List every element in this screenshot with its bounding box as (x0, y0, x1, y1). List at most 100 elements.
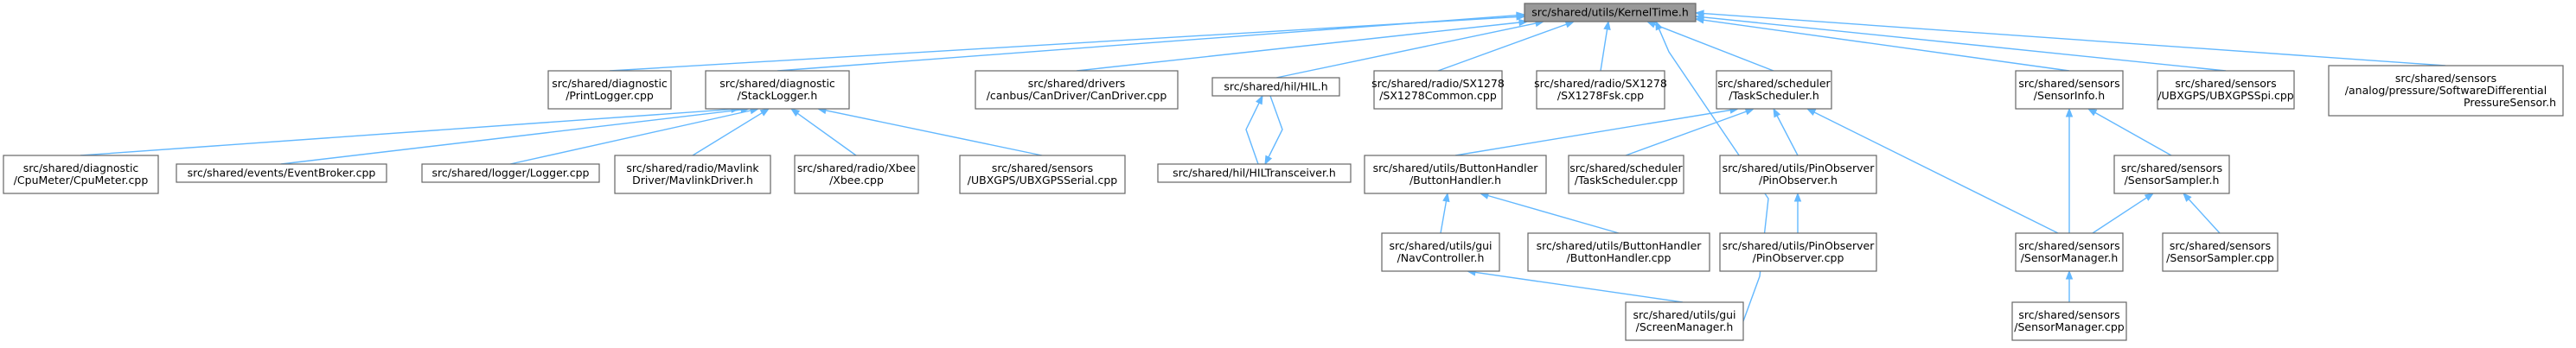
edge-line (80, 108, 732, 156)
node-box (1568, 155, 1684, 194)
node-label-line: src/shared/utils/PinObserver (1723, 239, 1876, 252)
edge-line (2094, 111, 2172, 156)
node-buttonhandler_h[interactable]: src/shared/utils/ButtonHandler/ButtonHan… (1364, 155, 1547, 194)
node-box (176, 163, 387, 183)
node-label-line: /SensorManager.h (2021, 251, 2119, 264)
edge-line (1268, 95, 1283, 158)
node-mavlinkdriver[interactable]: src/shared/radio/MavlinkDriver/MavlinkDr… (614, 155, 771, 194)
node-box (3, 155, 159, 194)
edge-line (1437, 23, 1567, 72)
node-buttonhandler_cpp[interactable]: src/shared/utils/ButtonHandler/ButtonHan… (1527, 232, 1710, 272)
node-box (1157, 163, 1352, 183)
node-sensorsampler_h[interactable]: src/shared/sensors/SensorSampler.h (2113, 155, 2230, 194)
arrowhead-icon (759, 108, 770, 117)
arrowhead-icon (1744, 108, 1755, 116)
node-label-line: src/shared/sensors (2175, 77, 2276, 90)
node-taskscheduler[interactable]: src/shared/scheduler/TaskScheduler.h (1716, 70, 1832, 110)
arrowhead-icon (1806, 108, 1817, 116)
edge-pinobserver_h-to-taskscheduler (1773, 107, 1799, 156)
node-sensorinfo[interactable]: src/shared/sensors/SensorInfo.h (2015, 70, 2124, 110)
edge-printlogger-to-kerneltime (609, 13, 1526, 72)
node-sensormanager_cpp[interactable]: src/shared/sensors/SensorManager.cpp (2011, 301, 2127, 341)
edge-pressuresensor-to-kerneltime (1694, 9, 2446, 66)
node-candriver[interactable]: src/shared/drivers/canbus/CanDriver/CanD… (975, 70, 1179, 110)
node-ubxgpsserial[interactable]: src/shared/sensors/UBXGPS/UBXGPSSerial.c… (959, 155, 1126, 194)
node-eventbroker[interactable]: src/shared/events/EventBroker.cpp (176, 163, 387, 183)
node-label-line: src/shared/sensors (2395, 72, 2496, 85)
node-pinobserver_h[interactable]: src/shared/utils/PinObserver/PinObserver… (1719, 155, 1877, 194)
node-label-line: src/shared/diagnostic (719, 77, 835, 90)
edge-sensormanager_cpp-to-sensormanager_h (2065, 269, 2074, 302)
edge-sensormanager_h-to-sensorinfo (2065, 107, 2074, 233)
edge-navcontroller-to-buttonhandler_h (1440, 192, 1450, 234)
node-screenmanager[interactable]: src/shared/utils/gui/ScreenManager.h (1625, 301, 1744, 341)
node-printlogger[interactable]: src/shared/diagnostic/PrintLogger.cpp (547, 70, 672, 110)
node-pinobserver_cpp[interactable]: src/shared/utils/PinObserver/PinObserver… (1719, 232, 1877, 272)
edge-line (1658, 28, 1769, 322)
node-label-line: src/shared/events/EventBroker.cpp (188, 167, 376, 180)
arrowhead-icon (789, 108, 801, 117)
node-label-line: /SensorSampler.cpp (2166, 251, 2274, 264)
node-sensorsampler_cpp[interactable]: src/shared/sensors/SensorSampler.cpp (2162, 232, 2279, 272)
node-label-line: src/shared/sensors (2170, 239, 2271, 252)
node-taskscheduler_cpp[interactable]: src/shared/scheduler/TaskScheduler.cpp (1568, 155, 1684, 194)
node-stacklogger[interactable]: src/shared/diagnostic/StackLogger.h (705, 70, 850, 110)
node-xbee[interactable]: src/shared/radio/Xbee/Xbee.cpp (794, 155, 919, 194)
node-box (2015, 70, 2124, 110)
edge-line (825, 110, 1043, 156)
node-box (421, 163, 600, 183)
edge-line (1625, 111, 1747, 156)
node-box (1381, 232, 1500, 272)
node-label-line: src/shared/logger/Logger.cpp (432, 167, 590, 180)
edge-line (1654, 23, 1774, 72)
edge-pinobserver_cpp-to-pinobserver_h (1793, 192, 1802, 233)
node-box (2162, 232, 2279, 272)
node-label-line: /TaskScheduler.cpp (1575, 174, 1678, 187)
node-label-line: Driver/MavlinkDriver.h (632, 174, 753, 187)
edge-sensorsampler_h-to-sensorinfo (2087, 108, 2172, 156)
node-label-line: src/shared/scheduler (1569, 161, 1683, 174)
node-label-line: src/shared/hil/HILTransceiver.h (1173, 167, 1336, 180)
node-box (959, 155, 1126, 194)
arrowhead-icon (2183, 192, 2192, 202)
node-label-line: /NavController.h (1397, 251, 1485, 264)
node-cpumeter[interactable]: src/shared/diagnostic/CpuMeter/CpuMeter.… (3, 155, 159, 194)
node-hil[interactable]: src/shared/hil/HIL.h (1211, 77, 1340, 97)
node-label-line: /PrintLogger.cpp (566, 89, 654, 102)
edge-line (2092, 197, 2147, 234)
edge-line (1440, 200, 1448, 234)
node-navcontroller[interactable]: src/shared/utils/gui/NavController.h (1381, 232, 1500, 272)
node-kerneltime[interactable]: src/shared/utils/KernelTime.h (1524, 3, 1697, 22)
edge-candriver-to-kerneltime (1076, 18, 1529, 72)
node-sx1278common[interactable]: src/shared/radio/SX1278/SX1278Common.cpp (1371, 70, 1505, 110)
node-label-line: src/shared/utils/gui (1389, 239, 1492, 252)
node-label-line: src/shared/sensors (2018, 239, 2119, 252)
node-box (1524, 3, 1697, 22)
node-label-line: PressureSensor.h (2464, 96, 2556, 109)
node-sensormanager_h[interactable]: src/shared/sensors/SensorManager.h (2015, 232, 2124, 272)
node-pressuresensor[interactable]: src/shared/sensors/analog/pressure/Softw… (2328, 65, 2564, 117)
edge-line (1703, 16, 2227, 72)
edge-line (1703, 19, 2070, 72)
node-box (1719, 232, 1877, 272)
node-box (1536, 70, 1665, 110)
node-label-line: src/shared/utils/ButtonHandler (1537, 239, 1703, 252)
node-box (1625, 301, 1744, 341)
edge-sensorsampler_cpp-to-sensorsampler_h (2183, 192, 2221, 234)
node-box (2157, 70, 2295, 110)
node-label-line: /SensorSampler.h (2125, 174, 2220, 187)
edge-line (1776, 115, 1799, 156)
node-box (2015, 232, 2124, 272)
arrowhead-icon (2087, 108, 2098, 117)
edge-line (1245, 102, 1260, 165)
edge-line (692, 112, 763, 156)
node-ubxgpsspi[interactable]: src/shared/sensors/UBXGPS/UBXGPSSpi.cpp (2157, 70, 2295, 110)
node-hiltransceiver[interactable]: src/shared/hil/HILTransceiver.h (1157, 163, 1352, 183)
node-logger[interactable]: src/shared/logger/Logger.cpp (421, 163, 600, 183)
arrowhead-icon (1264, 155, 1273, 166)
node-sx1278fsk[interactable]: src/shared/radio/SX1278/SX1278Fsk.cpp (1534, 70, 1667, 110)
arrowhead-icon (2144, 193, 2155, 201)
node-label-line: src/shared/radio/SX1278 (1534, 77, 1667, 90)
edge-line (280, 109, 742, 165)
